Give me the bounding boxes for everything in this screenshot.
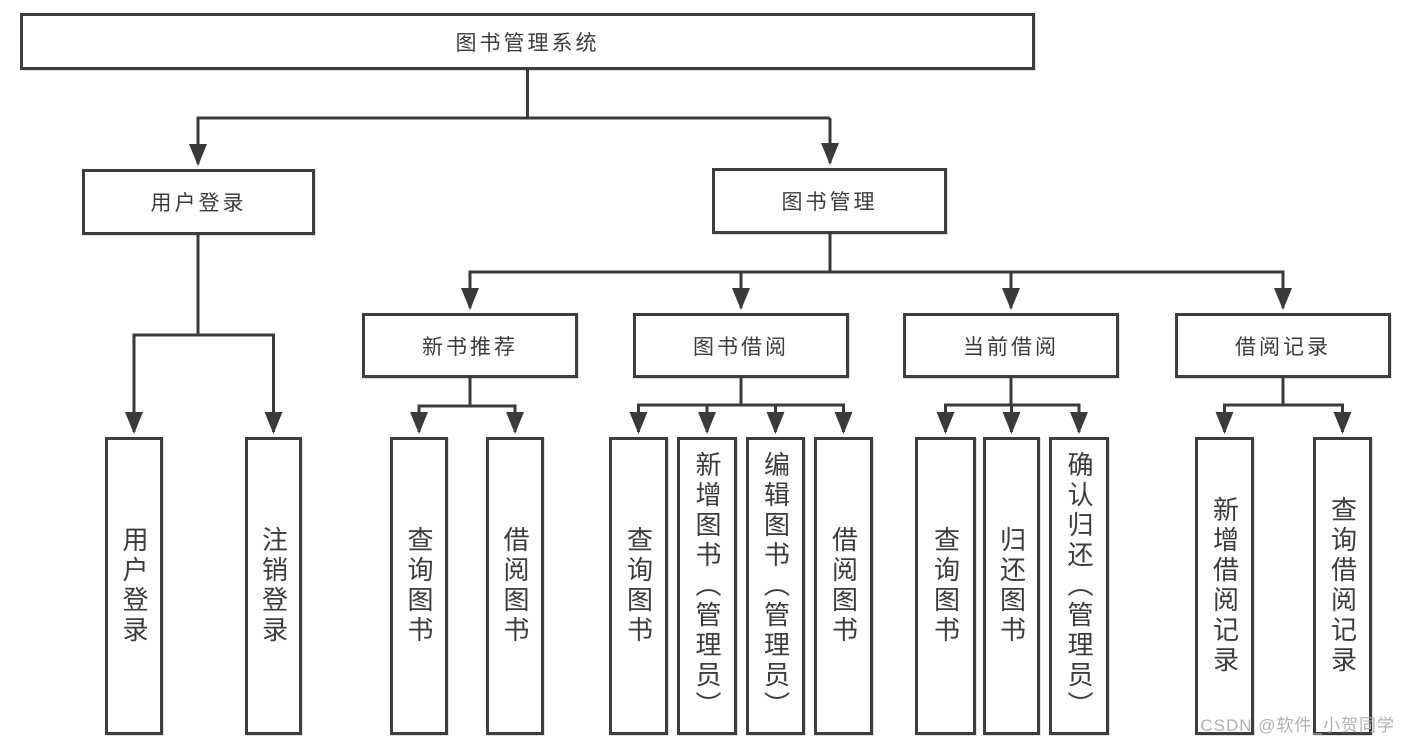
node-query-book-borrow: 查询图书: [609, 437, 668, 735]
connector-book-borrow-children: [629, 378, 853, 434]
node-user-login-action: 用户登录: [105, 437, 163, 735]
node-user-login: 用户登录: [82, 169, 315, 235]
connector-root-to-level2: [189, 70, 839, 166]
node-add-book-admin: 新增图书（管理员）: [677, 437, 737, 735]
node-current-borrow: 当前借阅: [903, 313, 1119, 378]
connector-user-login-children: [125, 235, 283, 434]
node-book-borrow: 图书借阅: [633, 313, 849, 378]
node-new-book-recommend: 新书推荐: [362, 313, 578, 378]
node-query-book-current: 查询图书: [915, 437, 976, 735]
node-confirm-return-admin: 确认归还（管理员）: [1049, 437, 1109, 735]
connector-borrow-records-children: [1215, 378, 1352, 434]
node-add-borrow-record: 新增借阅记录: [1195, 437, 1254, 735]
node-edit-book-admin: 编辑图书（管理员）: [746, 437, 805, 735]
node-query-book-recommend: 查询图书: [390, 437, 448, 735]
node-query-borrow-record: 查询借阅记录: [1313, 437, 1372, 735]
node-return-book: 归还图书: [983, 437, 1040, 735]
connector-book-management-children: [461, 234, 1292, 310]
csdn-watermark: CSDN @软件_小贺同学: [1200, 716, 1395, 735]
node-borrow-book-action: 借阅图书: [814, 437, 873, 735]
node-borrow-book-recommend: 借阅图书: [486, 437, 544, 735]
node-library-system: 图书管理系统: [20, 13, 1035, 70]
node-book-management: 图书管理: [712, 168, 947, 234]
connector-current-borrow-children: [936, 378, 1088, 434]
node-borrow-records: 借阅记录: [1175, 313, 1391, 378]
node-logout-action: 注销登录: [245, 437, 302, 735]
connector-new-book-children: [410, 378, 524, 434]
